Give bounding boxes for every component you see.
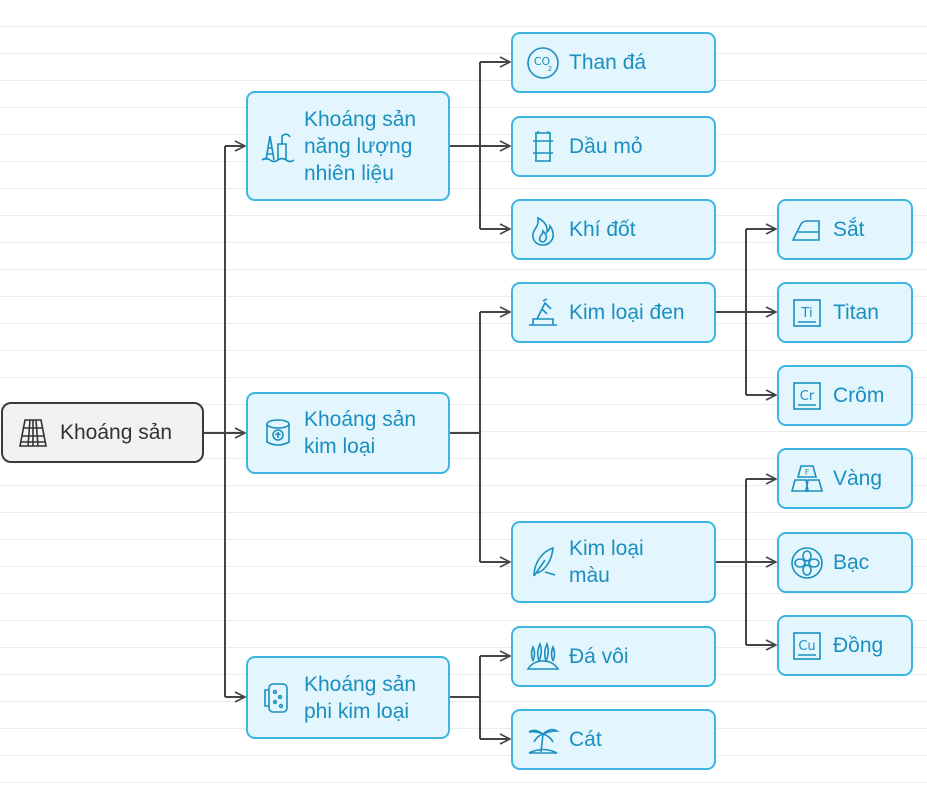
node-coal[interactable]: CO 2 Than đá [511, 32, 716, 93]
node-gas[interactable]: Khí đốt [511, 199, 716, 260]
flame-icon [525, 212, 561, 248]
node-chromium[interactable]: Cr Crôm [777, 365, 913, 426]
leaf-sample-icon [525, 544, 561, 580]
ingot-press-icon [525, 295, 561, 331]
node-ferrous-label: Kim loại đen [569, 301, 685, 324]
stone-plants-icon [525, 639, 561, 675]
node-silver[interactable]: Bạc [777, 532, 913, 593]
silver-molecule-icon [789, 545, 825, 581]
node-chromium-label: Crôm [833, 384, 885, 407]
node-energy-label: Khoáng sản năng lượng nhiên liệu [304, 107, 417, 185]
node-copper[interactable]: Cu Đồng [777, 615, 913, 676]
oil-rig-icon [260, 128, 296, 164]
node-sand-label: Cát [569, 728, 602, 751]
node-nonmetal-label: Khoáng sản phi kim loại [304, 672, 417, 723]
element-cu-icon: Cu [789, 628, 825, 664]
node-metal-minerals[interactable]: Khoáng sản kim loại [246, 392, 450, 474]
node-limestone-label: Đá vôi [569, 645, 629, 668]
node-silver-label: Bạc [833, 551, 870, 574]
oil-barrel-icon [525, 129, 561, 165]
node-nonferrous-label: Kim loại màu [569, 537, 644, 587]
node-iron[interactable]: Sắt [777, 199, 913, 260]
root-node[interactable]: Khoáng sản [1, 402, 204, 463]
node-gold[interactable]: F Vàng [777, 448, 913, 509]
node-iron-label: Sắt [833, 218, 865, 241]
cu-symbol: Cu [798, 639, 815, 654]
node-limestone[interactable]: Đá vôi [511, 626, 716, 687]
node-coal-label: Than đá [569, 51, 647, 74]
node-metal-label: Khoáng sản kim loại [304, 408, 417, 458]
node-oil[interactable]: Dầu mỏ [511, 116, 716, 177]
node-gold-label: Vàng [833, 467, 883, 490]
node-titanium-label: Titan [833, 301, 879, 324]
node-ferrous-metals[interactable]: Kim loại đen [511, 282, 716, 343]
node-oil-label: Dầu mỏ [569, 135, 643, 158]
ti-symbol: Ti [800, 306, 812, 321]
node-titanium[interactable]: Ti Titan [777, 282, 913, 343]
svg-text:2: 2 [548, 65, 552, 73]
root-label: Khoáng sản [60, 421, 173, 444]
node-energy-minerals[interactable]: Khoáng sản năng lượng nhiên liệu [246, 91, 450, 201]
metal-can-icon [260, 415, 296, 451]
svg-text:CO: CO [534, 55, 551, 68]
palm-island-icon [525, 722, 561, 758]
node-sand[interactable]: Cát [511, 709, 716, 770]
building-grid-icon [16, 416, 50, 450]
co2-icon: CO 2 [525, 45, 561, 81]
iron-icon [789, 212, 825, 248]
node-gas-label: Khí đốt [569, 218, 636, 241]
node-copper-label: Đồng [833, 634, 884, 657]
element-ti-icon: Ti [789, 295, 825, 331]
svg-text:F: F [805, 468, 810, 477]
mineral-roll-icon [260, 680, 296, 716]
cr-symbol: Cr [800, 389, 815, 404]
element-cr-icon: Cr [789, 378, 825, 414]
node-nonmetal-minerals[interactable]: Khoáng sản phi kim loại [246, 656, 450, 739]
gold-bars-icon: F [789, 461, 825, 497]
node-nonferrous-metals[interactable]: Kim loại màu [511, 521, 716, 603]
